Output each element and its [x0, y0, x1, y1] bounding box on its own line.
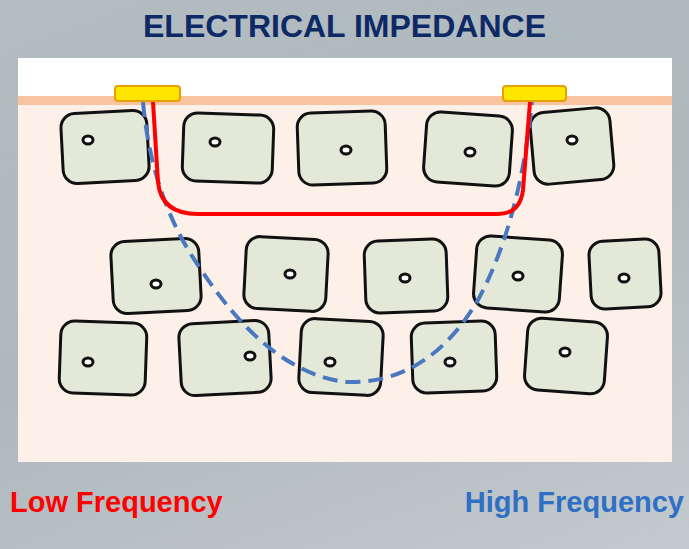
nuclei [83, 136, 629, 366]
high-frequency-path [143, 102, 532, 382]
frequency-label: Low Frequency [10, 486, 223, 519]
electrode [115, 86, 180, 101]
title: ELECTRICAL IMPEDANCE [0, 8, 689, 45]
tissue-ground [18, 104, 672, 462]
frequency-label: High Frequency [465, 486, 684, 519]
low-frequency-path [153, 102, 530, 214]
electrode [503, 86, 566, 101]
panel [18, 58, 672, 462]
